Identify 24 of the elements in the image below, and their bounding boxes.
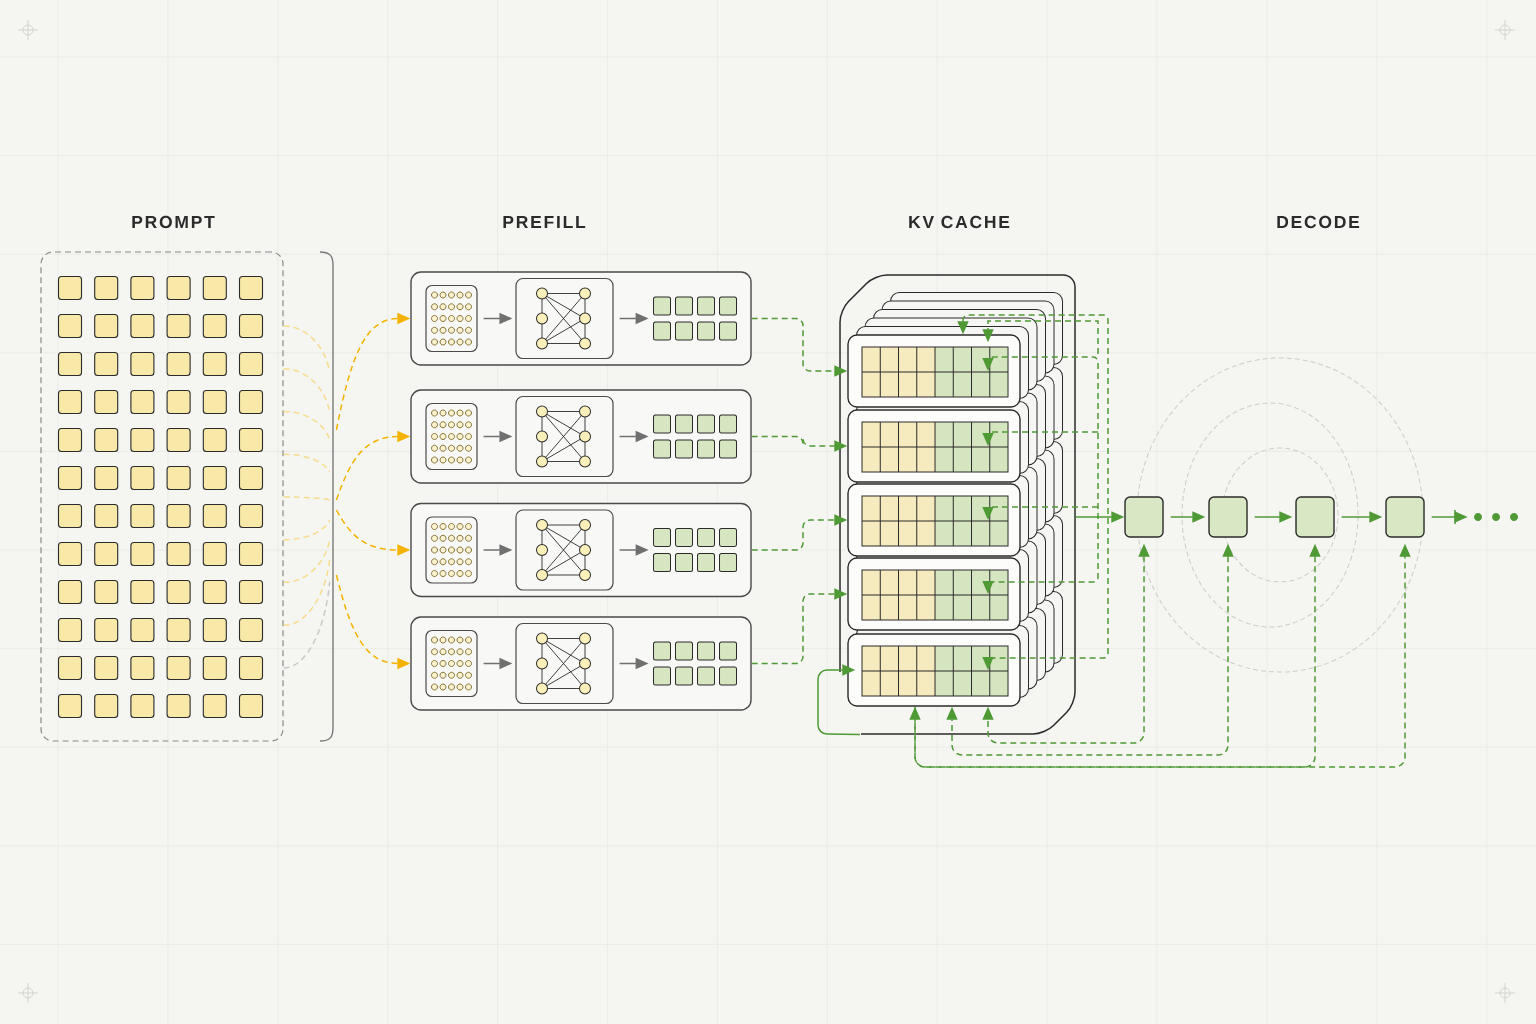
column-heading: DECODE <box>1277 215 1360 229</box>
chip-grid <box>653 414 737 459</box>
chip-grid <box>653 528 737 572</box>
connector-line <box>282 519 331 541</box>
connector-line <box>282 559 331 626</box>
ellipsis-dots <box>1474 513 1518 521</box>
connector-line <box>282 581 331 669</box>
connector-line <box>282 496 331 501</box>
connector-line <box>282 410 331 441</box>
arrow <box>982 320 1099 355</box>
chip-grid <box>653 296 737 341</box>
connector-line <box>282 368 331 413</box>
column-heading: PROMPT <box>132 215 215 229</box>
arrow <box>817 664 861 736</box>
connector-line <box>282 453 331 473</box>
token-box <box>1385 496 1425 538</box>
column-heading: PREFILL <box>503 216 586 229</box>
column-heading: KV CACHE <box>909 215 1010 229</box>
token-box <box>1124 496 1164 538</box>
bracket <box>319 251 334 742</box>
connector-line <box>282 539 331 584</box>
token-box <box>1295 496 1335 538</box>
token-box <box>1208 496 1248 538</box>
chip-grid <box>653 641 737 686</box>
